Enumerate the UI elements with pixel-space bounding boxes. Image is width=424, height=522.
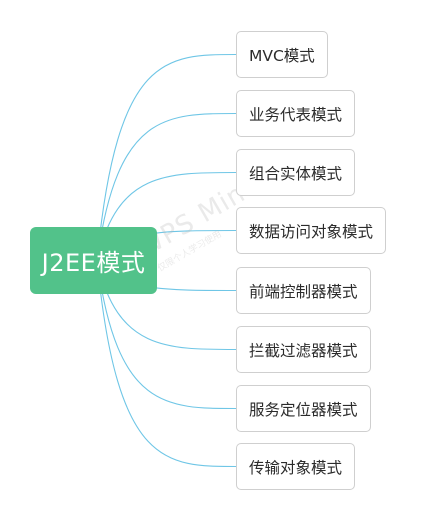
- child-node-transfer-object[interactable]: 传输对象模式: [236, 443, 356, 490]
- child-node-business-delegate[interactable]: 业务代表模式: [236, 90, 356, 137]
- connector-service-locator: [96, 263, 237, 410]
- child-node-label: 拦截过滤器模式: [249, 341, 358, 360]
- connector-transfer-object: [96, 264, 237, 468]
- child-node-label: MVC模式: [249, 46, 315, 65]
- connector-business-delegate: [96, 112, 237, 258]
- child-node-label: 前端控制器模式: [249, 282, 358, 301]
- child-node-intercepting-filter[interactable]: 拦截过滤器模式: [236, 326, 371, 373]
- child-node-label: 数据访问对象模式: [249, 222, 374, 241]
- connector-mvc: [96, 53, 237, 257]
- child-node-label: 业务代表模式: [249, 105, 343, 124]
- child-node-label: 传输对象模式: [249, 458, 343, 477]
- root-node-label: J2EE模式: [41, 249, 146, 277]
- child-node-label: 组合实体模式: [249, 164, 343, 183]
- root-node[interactable]: J2EE模式: [30, 227, 157, 294]
- child-node-label: 服务定位器模式: [249, 400, 358, 419]
- child-node-data-access-object[interactable]: 数据访问对象模式: [236, 207, 387, 254]
- child-node-mvc[interactable]: MVC模式: [236, 31, 328, 78]
- child-node-service-locator[interactable]: 服务定位器模式: [236, 385, 371, 432]
- child-node-front-controller[interactable]: 前端控制器模式: [236, 267, 371, 314]
- child-node-composite-entity[interactable]: 组合实体模式: [236, 149, 356, 196]
